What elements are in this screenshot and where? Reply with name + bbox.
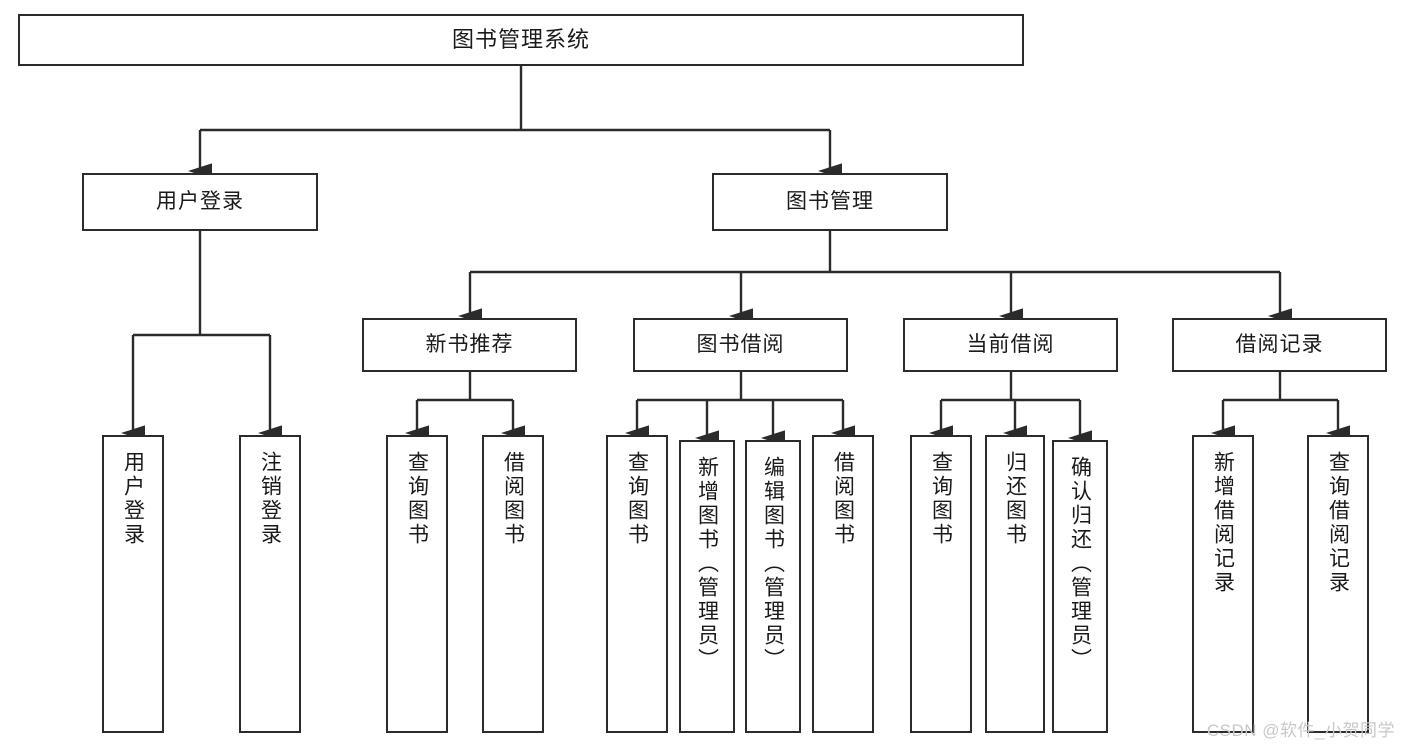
node-label: 图书借阅 [696,332,785,356]
node-label: 注销登录 [258,451,282,547]
node-l-return[interactable]: 归还图书 [985,435,1045,733]
node-label: 查询借阅记录 [1326,451,1350,595]
node-label: 当前借阅 [966,332,1055,356]
node-label: 查询图书 [405,451,429,547]
node-l-edit[interactable]: 编辑图书（管理员） [745,440,801,733]
node-label: 新书推荐 [425,332,514,356]
node-bookmgmt[interactable]: 图书管理 [712,173,948,231]
node-label: 归还图书 [1003,451,1027,547]
node-label: 用户登录 [156,189,244,213]
node-label: 图书管理 [786,189,874,213]
node-label: 查询图书 [625,451,649,547]
node-l-q3[interactable]: 查询图书 [910,435,972,733]
node-l-addrec[interactable]: 新增借阅记录 [1192,435,1254,733]
node-label: 借阅记录 [1235,332,1324,356]
node-label: 确认归还（管理员） [1068,456,1092,672]
node-current[interactable]: 当前借阅 [903,318,1118,372]
csdn-watermark: CSDN @软件_小贺同学 [1206,721,1395,740]
node-label: 新增借阅记录 [1211,451,1235,595]
node-l-b1[interactable]: 借阅图书 [482,435,544,733]
node-l-b2[interactable]: 借阅图书 [812,435,874,733]
node-l-qrec[interactable]: 查询借阅记录 [1307,435,1369,733]
node-label: 新增图书（管理员） [695,456,719,672]
node-label: 借阅图书 [501,451,525,547]
node-label: 编辑图书（管理员） [761,456,785,672]
node-l-q2[interactable]: 查询图书 [606,435,668,733]
node-newbook[interactable]: 新书推荐 [362,318,577,372]
node-l-add[interactable]: 新增图书（管理员） [679,440,735,733]
node-l-q1[interactable]: 查询图书 [386,435,448,733]
node-l-confirm[interactable]: 确认归还（管理员） [1052,440,1108,733]
node-label: 用户登录 [121,451,145,547]
node-login[interactable]: 用户登录 [82,173,318,231]
node-l-login[interactable]: 用户登录 [102,435,164,733]
node-label: 查询图书 [929,451,953,547]
node-records[interactable]: 借阅记录 [1172,318,1387,372]
node-label: 借阅图书 [831,451,855,547]
node-root[interactable]: 图书管理系统 [18,14,1024,66]
node-l-logout[interactable]: 注销登录 [239,435,301,733]
node-borrow[interactable]: 图书借阅 [633,318,848,372]
node-label: 图书管理系统 [451,27,590,53]
